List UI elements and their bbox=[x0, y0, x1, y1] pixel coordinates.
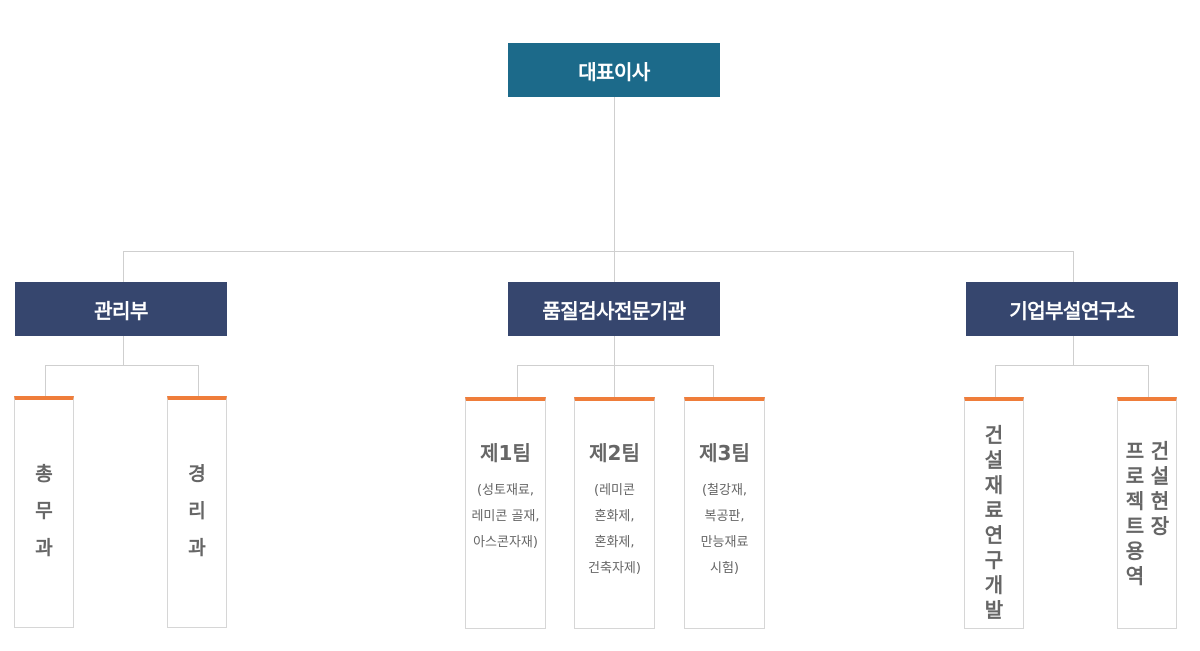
ceo-label: 대표이사 bbox=[578, 59, 650, 84]
connector-admin-sub-stem bbox=[123, 336, 124, 366]
connector-research-sub-stem bbox=[1073, 336, 1074, 366]
connector-dept-horizontal bbox=[123, 251, 1074, 252]
unit-label-general-affairs: 총 무 과 bbox=[35, 463, 53, 559]
connector-ceo-down bbox=[614, 97, 615, 251]
dept-box-research: 기업부설연구소 bbox=[966, 282, 1178, 336]
dept-label-research: 기업부설연구소 bbox=[1009, 298, 1135, 323]
unit-card-general-affairs: 총 무 과 bbox=[14, 396, 74, 628]
team-card-2: 제2팀 (레미콘 혼화제, 혼화제, 건축자제) bbox=[574, 397, 655, 629]
team-title-2: 제2팀 bbox=[589, 441, 640, 465]
unit-card-accounting: 경 리 과 bbox=[167, 396, 227, 628]
dept-label-quality: 품질검사전문기관 bbox=[542, 298, 686, 323]
unit-label-materials-research: 건 설 재 료 연 구 개 발 bbox=[984, 423, 1004, 622]
dept-label-admin: 관리부 bbox=[94, 298, 148, 323]
team-title-3: 제3팀 bbox=[699, 441, 750, 465]
dept-box-admin: 관리부 bbox=[15, 282, 227, 336]
connector-admin-down bbox=[123, 251, 124, 282]
connector-research-down bbox=[1073, 251, 1074, 282]
unit-card-site-projects: 건 설 현 장 프 로 젝 트 용 역 bbox=[1117, 397, 1177, 629]
unit-label-site: 건 설 현 장 bbox=[1150, 439, 1170, 538]
team-card-1: 제1팀 (성토재료, 레미콘 골재, 아스콘자재) bbox=[465, 397, 546, 629]
connector-research-sub-left bbox=[995, 365, 996, 397]
ceo-box: 대표이사 bbox=[508, 43, 720, 97]
connector-research-sub-right bbox=[1148, 365, 1149, 397]
unit-label-project-service: 프 로 젝 트 용 역 bbox=[1125, 439, 1145, 588]
dept-box-quality: 품질검사전문기관 bbox=[508, 282, 720, 336]
connector-research-sub-horizontal bbox=[995, 365, 1149, 366]
team-desc-3: (철강재, 복공판, 만능재료 시험) bbox=[700, 483, 749, 576]
connector-quality-sub-left bbox=[517, 365, 518, 397]
connector-quality-sub-stem bbox=[614, 336, 615, 397]
connector-quality-sub-right bbox=[713, 365, 714, 397]
team-desc-2: (레미콘 혼화제, 혼화제, 건축자제) bbox=[588, 483, 641, 576]
connector-admin-sub-left bbox=[45, 365, 46, 397]
connector-admin-sub-right bbox=[198, 365, 199, 397]
unit-label-accounting: 경 리 과 bbox=[188, 463, 206, 559]
connector-quality-down bbox=[614, 251, 615, 282]
team-desc-1: (성토재료, 레미콘 골재, 아스콘자재) bbox=[471, 483, 540, 550]
connector-quality-sub-horizontal bbox=[517, 365, 714, 366]
team-title-1: 제1팀 bbox=[480, 441, 531, 465]
connector-admin-sub-horizontal bbox=[45, 365, 199, 366]
team-card-3: 제3팀 (철강재, 복공판, 만능재료 시험) bbox=[684, 397, 765, 629]
unit-card-materials-research: 건 설 재 료 연 구 개 발 bbox=[964, 397, 1024, 629]
